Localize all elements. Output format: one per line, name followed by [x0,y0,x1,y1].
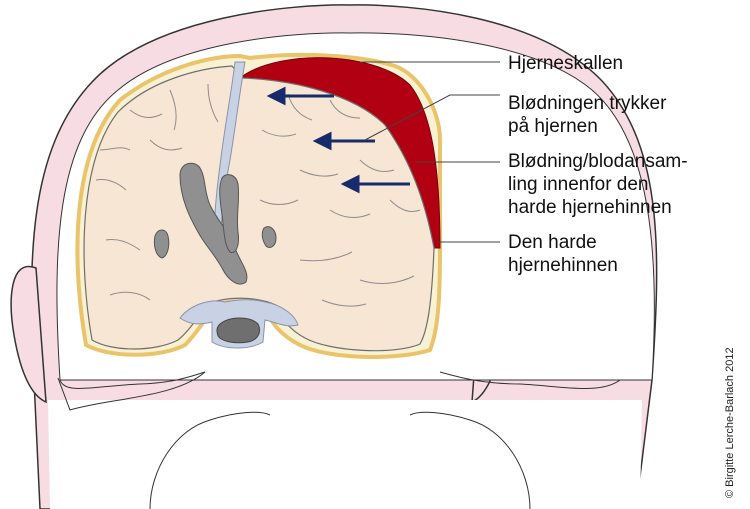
temporal-horn-left [153,229,170,259]
label-bleeding-line-3: harde hjernehinnen [508,197,672,218]
neck-left [149,411,271,509]
sulci [95,83,421,307]
leader-lines [360,61,500,243]
label-bleeding-line-2: ling innenfor den [508,174,649,195]
label-pressure-line-2: på hjernen [508,116,598,137]
label-pressure: Blødningen trykker på hjernen [508,92,666,138]
label-skull: Hjerneskallen [508,52,623,75]
pressure-arrows [266,86,410,194]
lateral-ventricle-right [219,174,240,254]
face-lines [59,371,621,389]
orbit-left [57,371,206,411]
label-bleeding-line-1: Blødning/blodansam- [508,151,688,172]
label-bleeding: Blødning/blodansam- ling innenfor den ha… [508,150,688,219]
neck-right [409,411,531,509]
label-dura-line-2: hjernehinnen [508,255,618,276]
left-ear [10,265,47,404]
label-dura: Den harde hjernehinnen [508,231,618,277]
label-skull-text: Hjerneskallen [508,53,624,74]
face-lower [48,400,642,509]
temporal-horn-right [261,226,277,249]
copyright-notice: © Birgitte Lerche-Barlach 2012 [724,347,736,498]
pituitary [216,317,261,344]
lateral-ventricle-left [179,162,248,285]
label-dura-line-1: Den harde [508,232,597,253]
label-pressure-line-1: Blødningen trykker [508,93,667,114]
